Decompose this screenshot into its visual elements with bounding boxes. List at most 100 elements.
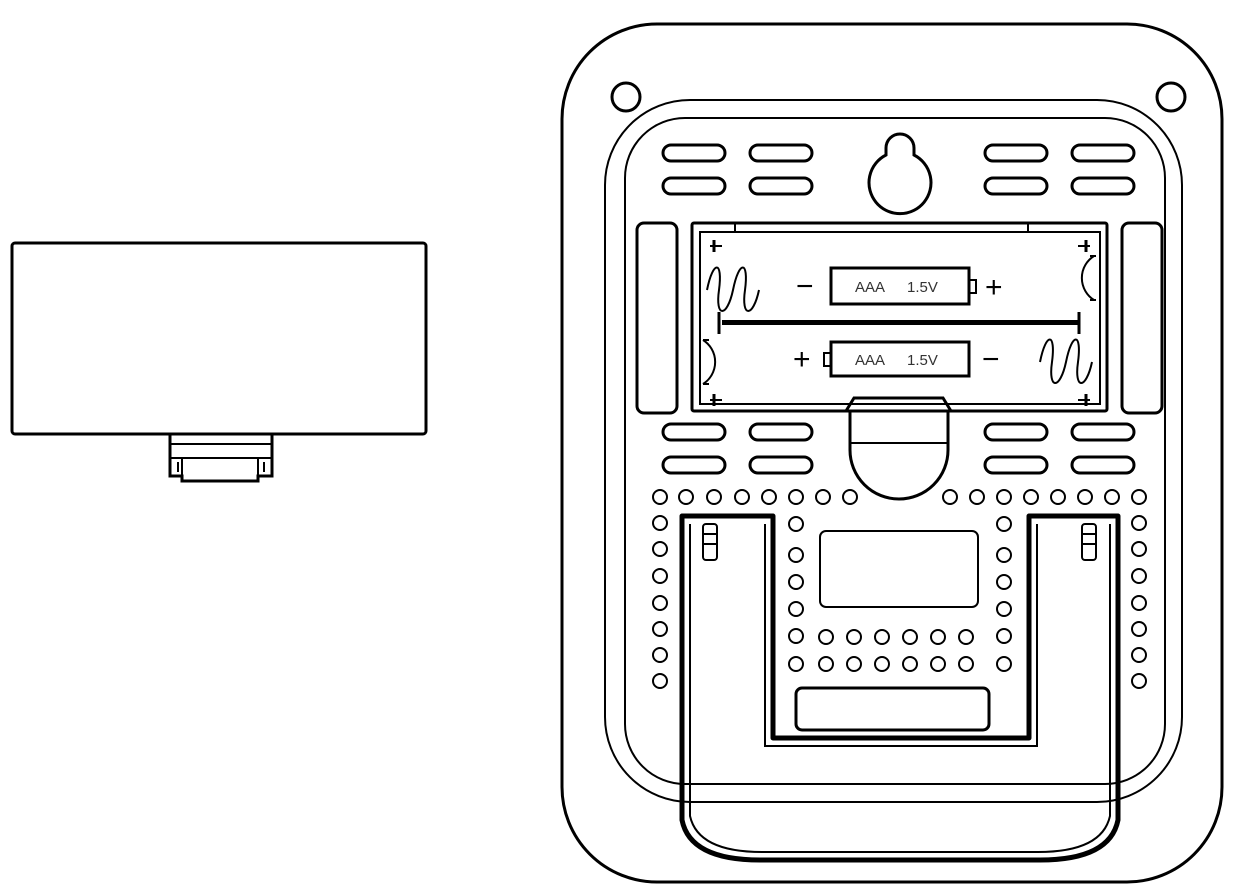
vent-hole	[652, 568, 668, 584]
vent-slot	[661, 422, 727, 442]
vent-hole	[818, 656, 834, 672]
vent-hole	[1050, 489, 1066, 505]
vent-hole	[996, 516, 1012, 532]
vent-hole	[1131, 673, 1147, 689]
vent-slot	[1070, 176, 1136, 196]
vent-slot	[661, 455, 727, 475]
vent-slot	[1070, 143, 1136, 163]
screw-hole-right	[1155, 81, 1187, 113]
vent-hole	[788, 574, 804, 590]
vent-hole	[652, 489, 668, 505]
vent-slot	[748, 422, 814, 442]
vent-hole	[788, 547, 804, 563]
vent-slots-upper	[661, 143, 1136, 196]
vent-slot	[983, 143, 1049, 163]
flat-contact-top	[1080, 255, 1095, 301]
vent-hole	[842, 489, 858, 505]
vent-hole	[1131, 489, 1147, 505]
vent-hole	[652, 515, 668, 531]
battery-top-right-pole: +	[985, 271, 1003, 304]
side-grip-right	[1120, 221, 1164, 415]
vent-hole	[958, 656, 974, 672]
vent-slot	[748, 143, 814, 163]
vent-slot	[661, 143, 727, 163]
vent-hole	[996, 628, 1012, 644]
label-window	[819, 530, 979, 608]
keyhole-hanger	[867, 132, 933, 216]
battery-cover	[10, 241, 428, 483]
device-outer-shell	[560, 22, 1224, 884]
vent-hole	[996, 574, 1012, 590]
vent-hole	[652, 647, 668, 663]
vent-hole	[652, 541, 668, 557]
kickstand-hinge-left	[702, 523, 718, 561]
vent-slot	[1070, 455, 1136, 475]
vent-hole	[930, 629, 946, 645]
vent-hole	[969, 489, 985, 505]
vent-hole	[788, 656, 804, 672]
battery-top-left-pole: −	[796, 270, 814, 303]
vent-hole	[788, 601, 804, 617]
vent-hole	[996, 489, 1012, 505]
vent-hole	[788, 628, 804, 644]
spring-contact-top	[706, 266, 760, 312]
battery-bottom-right-pole: −	[982, 343, 1000, 376]
vent-hole	[1104, 489, 1120, 505]
spring-contact-bottom	[1039, 338, 1093, 384]
kickstand-hinge-right	[1081, 523, 1097, 561]
vent-hole	[902, 629, 918, 645]
vent-hole	[1131, 595, 1147, 611]
battery-bottom-type: AAA	[855, 352, 885, 369]
vent-hole	[1131, 515, 1147, 531]
vent-hole	[996, 547, 1012, 563]
vent-hole	[1077, 489, 1093, 505]
cover-latch	[168, 434, 274, 483]
device-back: AAA 1.5V − + AAA 1.5V + −	[560, 22, 1224, 884]
vent-hole	[818, 629, 834, 645]
vent-hole	[788, 516, 804, 532]
vent-slot	[748, 176, 814, 196]
battery-bottom-voltage: 1.5V	[907, 352, 938, 369]
vent-hole	[788, 489, 804, 505]
vent-slot	[1070, 422, 1136, 442]
vent-hole	[1131, 621, 1147, 637]
vent-hole	[652, 595, 668, 611]
vent-hole	[1131, 647, 1147, 663]
vent-hole	[874, 656, 890, 672]
grip-slot	[794, 686, 991, 732]
flat-contact-bottom	[702, 339, 717, 385]
vent-hole	[652, 621, 668, 637]
vent-hole	[846, 629, 862, 645]
vent-hole	[678, 489, 694, 505]
vent-hole	[815, 489, 831, 505]
vent-hole	[1131, 541, 1147, 557]
vent-hole	[706, 489, 722, 505]
screw-hole-left	[610, 81, 642, 113]
battery-top-voltage: 1.5V	[907, 279, 938, 296]
battery-top-type: AAA	[855, 279, 885, 296]
vent-hole	[761, 489, 777, 505]
vent-slot	[983, 455, 1049, 475]
kickstand	[679, 513, 1121, 863]
battery-compartment	[690, 221, 1109, 413]
device-inner-frame	[604, 99, 1183, 803]
battery-bottom: AAA 1.5V + −	[793, 340, 1000, 378]
vent-hole	[846, 656, 862, 672]
side-grip-left	[635, 221, 679, 415]
vent-hole	[930, 656, 946, 672]
vent-hole	[1023, 489, 1039, 505]
vent-slot	[661, 176, 727, 196]
vent-hole	[734, 489, 750, 505]
vent-slot	[983, 176, 1049, 196]
battery-bottom-left-pole: +	[793, 343, 811, 376]
vent-holes	[652, 489, 1147, 689]
vent-hole	[874, 629, 890, 645]
vent-hole	[996, 656, 1012, 672]
vent-slots-lower	[661, 422, 1136, 475]
battery-top: AAA 1.5V − +	[796, 266, 1003, 306]
vent-slot	[748, 455, 814, 475]
compartment-latch-bump	[848, 411, 950, 501]
vent-hole	[942, 489, 958, 505]
device-recess	[624, 117, 1166, 785]
